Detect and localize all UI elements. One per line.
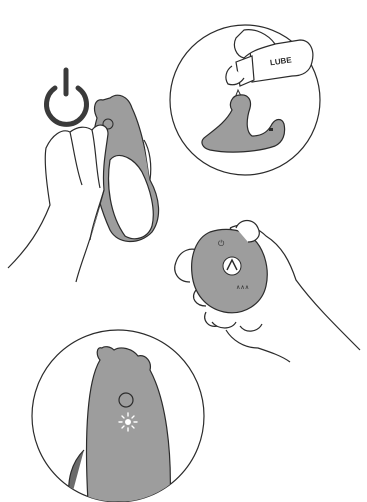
panel-apply-lube: LUBE	[170, 25, 320, 175]
remote-control: ⏻ ∧∧∧	[192, 229, 268, 312]
panel-remote: ⏻ ∧∧∧	[175, 221, 360, 363]
remote-mode-symbol[interactable]: ∧∧∧	[236, 285, 249, 291]
panel-led-indicator	[32, 330, 204, 502]
power-icon	[47, 70, 87, 124]
remote-power-symbol[interactable]: ⏻	[218, 239, 225, 248]
led-indicator-icon	[119, 413, 137, 431]
panel-power-on	[8, 70, 159, 282]
device-button[interactable]	[119, 393, 133, 407]
